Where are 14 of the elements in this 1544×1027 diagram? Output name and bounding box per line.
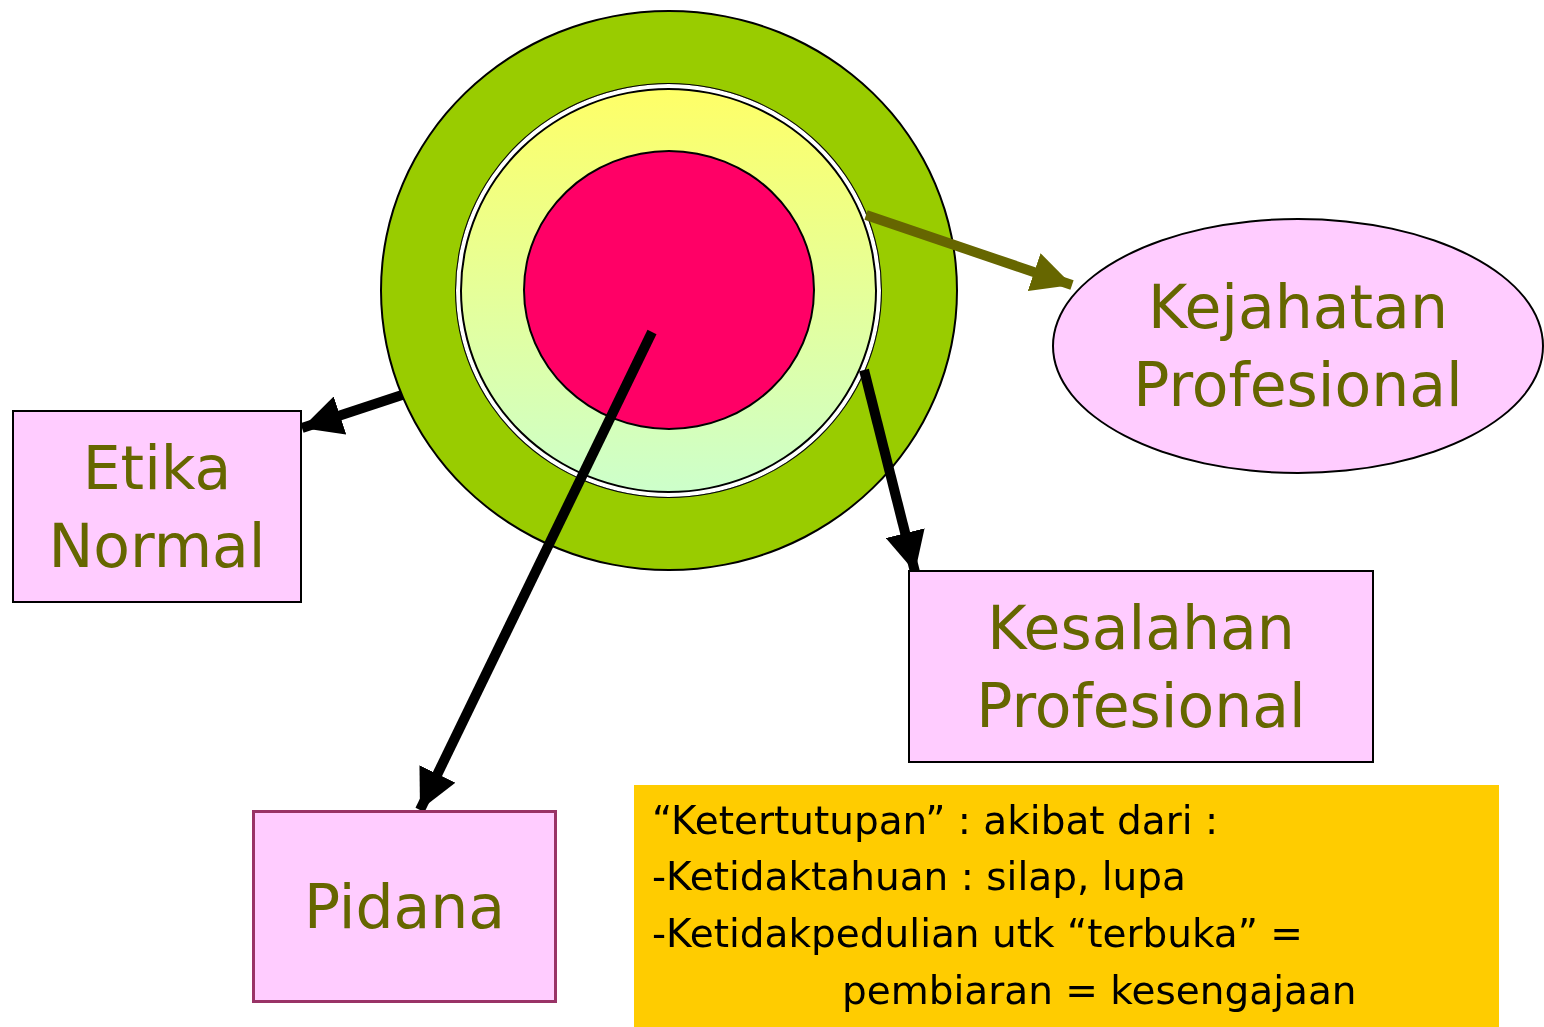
note-box bbox=[634, 785, 1499, 1027]
arrow bbox=[415, 329, 657, 813]
process-box bbox=[908, 570, 1374, 763]
node-label: Etika Normal bbox=[47, 431, 267, 583]
node-label: Kejahatan Profesional bbox=[1132, 271, 1464, 422]
node-label: Kesalahan Profesional bbox=[975, 591, 1307, 743]
note-text: -Ketidakpedulian utk “terbuka” = pembiaran = kesengajaan bbox=[652, 910, 1358, 1015]
process-box bbox=[12, 410, 302, 603]
note-text: “Ketertutupan” : akibat dari : bbox=[652, 796, 1220, 845]
note-text: -Ketidaktahuan : silap, lupa bbox=[652, 853, 1187, 902]
arrow bbox=[864, 210, 1074, 292]
arrow bbox=[300, 390, 404, 435]
process-box bbox=[252, 810, 557, 1003]
node-label: Pidana bbox=[303, 870, 506, 944]
